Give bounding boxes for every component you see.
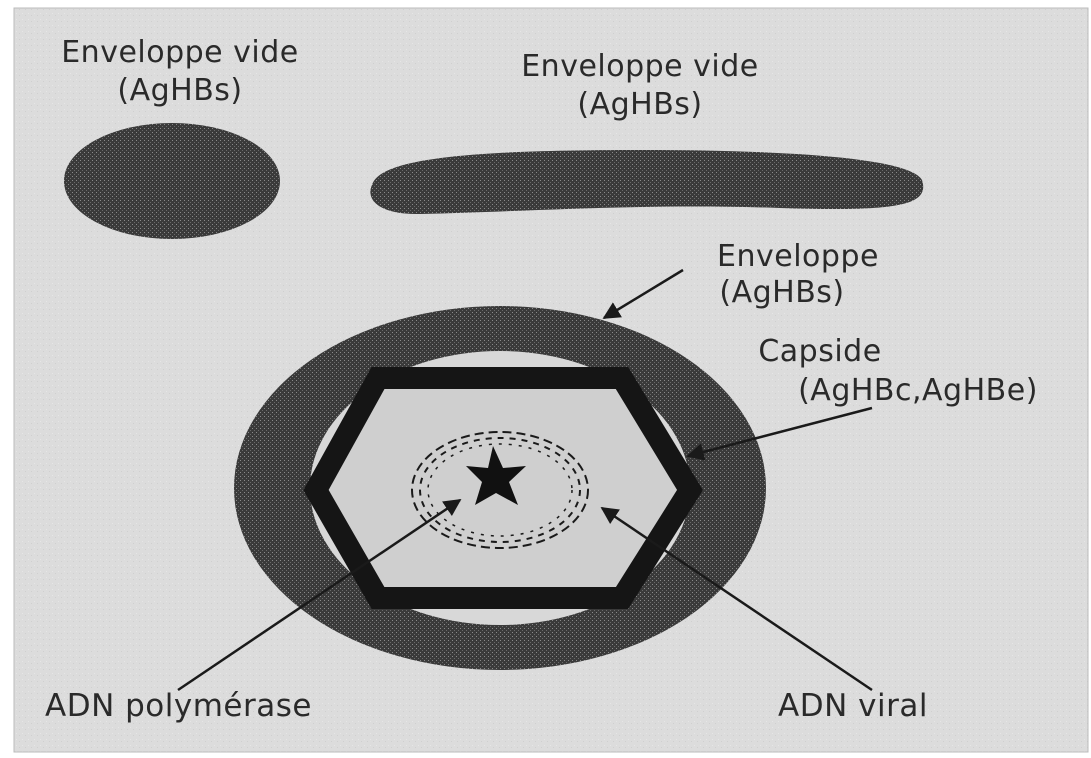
empty-envelope-sphere bbox=[64, 123, 280, 239]
dna-polymerase-label: ADN polymérase bbox=[45, 688, 312, 724]
envelope-label-line1: Enveloppe bbox=[717, 239, 879, 274]
capsid-label-line1: Capside bbox=[758, 334, 881, 369]
envelope-label-line2: (AgHBs) bbox=[719, 275, 844, 310]
empty-envelope-sphere-label-line1: Enveloppe vide bbox=[61, 35, 299, 70]
viral-dna-label: ADN viral bbox=[778, 688, 928, 724]
empty-envelope-filament-label-line1: Enveloppe vide bbox=[521, 49, 759, 84]
empty-envelope-filament-label-line2: (AgHBs) bbox=[577, 87, 702, 122]
empty-envelope-filament bbox=[370, 150, 923, 214]
capsid-label-line2: (AgHBc,AgHBe) bbox=[798, 373, 1038, 408]
empty-envelope-sphere-label-line2: (AgHBs) bbox=[117, 73, 242, 108]
